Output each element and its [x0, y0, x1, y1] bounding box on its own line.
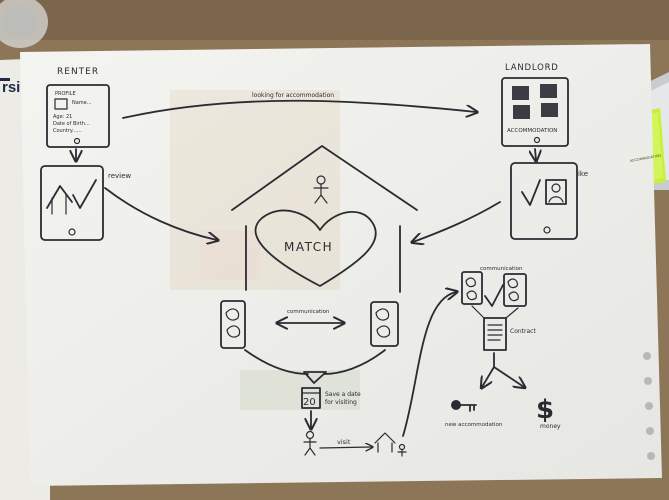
review-label: review [108, 172, 131, 180]
arrow-review-to-match [104, 187, 217, 240]
house-roof [231, 145, 418, 211]
match-label: MATCH [284, 240, 333, 254]
glass-object [0, 0, 48, 48]
contract-check [484, 284, 504, 307]
key-icon [451, 400, 477, 412]
split-arrow-right [493, 366, 524, 387]
contract-document [483, 317, 507, 351]
profile-line-1: Age: 21 [53, 114, 72, 120]
table-shadow [0, 0, 669, 40]
contract-phone-left [461, 271, 483, 305]
date-calendar: 20 [301, 387, 321, 409]
new-accommodation-label: new accommodation [445, 422, 503, 428]
top-arrow [122, 99, 476, 119]
profile-title: PROFILE [55, 91, 76, 97]
sticky-label: ACCOMMODATION [629, 153, 661, 163]
profile-line-3: Country...... [53, 128, 82, 134]
communication-label-right: communication [480, 266, 523, 272]
profile-line-2: Date of Birth... [53, 121, 90, 127]
punch-holes [643, 352, 655, 460]
contract-label: Contract [510, 328, 536, 335]
arrow-like-to-match [413, 201, 501, 242]
landlord-label: LANDLORD [505, 63, 559, 73]
comm-phone-left [220, 300, 246, 349]
visit-arrow [319, 447, 372, 448]
contract-phone-right [503, 273, 527, 307]
like-label: like [576, 170, 588, 178]
accommodation-tile-label: ACCOMMODATION [507, 128, 557, 134]
show-through [170, 90, 360, 410]
landlord-accommodation-phone: ACCOMMODATION [501, 77, 569, 147]
communication-label-left: communication [287, 309, 330, 315]
visitor-figure [303, 430, 317, 456]
visit-label: visit [337, 438, 351, 446]
date-caption-1: Save a date [325, 391, 361, 398]
date-number: 20 [303, 397, 316, 408]
converge-arrow-left [244, 349, 309, 375]
arrow-to-contract [402, 292, 456, 437]
match-heart [254, 209, 377, 287]
renter-review-phone [40, 165, 104, 241]
dollar-icon: $ [536, 395, 554, 425]
top-arrow-label: looking for accommodation [252, 92, 334, 99]
money-label: money [540, 423, 561, 430]
renter-profile-phone: PROFILE Name... Age: 21 Date of Birth...… [46, 84, 110, 148]
comm-phone-right [370, 301, 399, 347]
paper-sheet [20, 44, 662, 486]
visit-house [374, 432, 407, 457]
landlord-like-phone [510, 162, 578, 240]
converge-arrow-right [323, 349, 386, 375]
house-walls [245, 225, 401, 293]
date-caption-2: for visiting [325, 399, 357, 406]
renter-label: RENTER [57, 67, 99, 77]
sketch-ink: RENTER PROFILE Name... Age: 21 Date of B… [40, 63, 588, 457]
profile-name: Name... [72, 100, 92, 106]
person-in-house [313, 175, 329, 204]
